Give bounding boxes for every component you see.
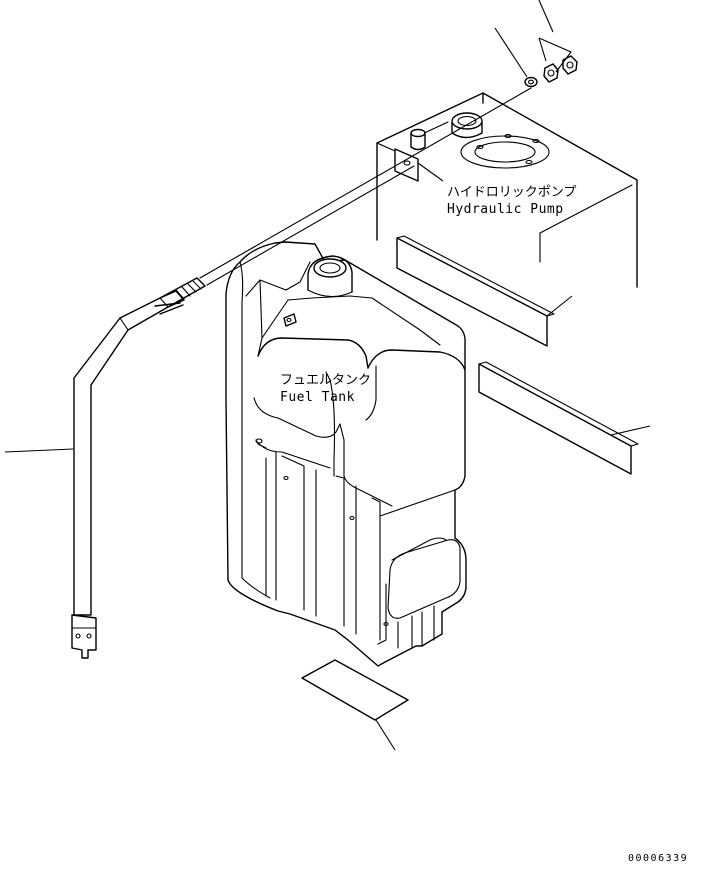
hydraulic-pump-label-en: Hydraulic Pump [447, 202, 564, 217]
threaded-end [175, 280, 202, 300]
tension-rod [199, 87, 532, 286]
strap-leader [4, 448, 74, 453]
rubber-pad-upper [396, 235, 573, 347]
fuel-tank-label-jp: フュエルタンク [280, 373, 371, 388]
drawing-code: 00006339 [628, 853, 688, 864]
fuel-tank [225, 241, 467, 667]
washer-and-nuts [494, 0, 578, 88]
filler-cap-icon [313, 258, 347, 278]
nut-icon [562, 55, 578, 75]
hydraulic-pump-frame [376, 92, 638, 288]
rubber-pad-lower [478, 361, 651, 475]
rubber-pad-bottom [301, 659, 409, 751]
hydraulic-pump-leader [417, 162, 444, 182]
fuel-tank-label-en: Fuel Tank [280, 390, 355, 405]
washer-icon [524, 76, 538, 88]
fuel-tank-callout: フュエルタンク Fuel Tank [280, 373, 371, 405]
hydraulic-pump-label-jp: ハイドロリックポンプ [447, 185, 576, 200]
nut-icon [543, 63, 559, 83]
tank-strap [71, 277, 206, 659]
hydraulic-pump-callout: ハイドロリックポンプ Hydraulic Pump [417, 162, 576, 217]
